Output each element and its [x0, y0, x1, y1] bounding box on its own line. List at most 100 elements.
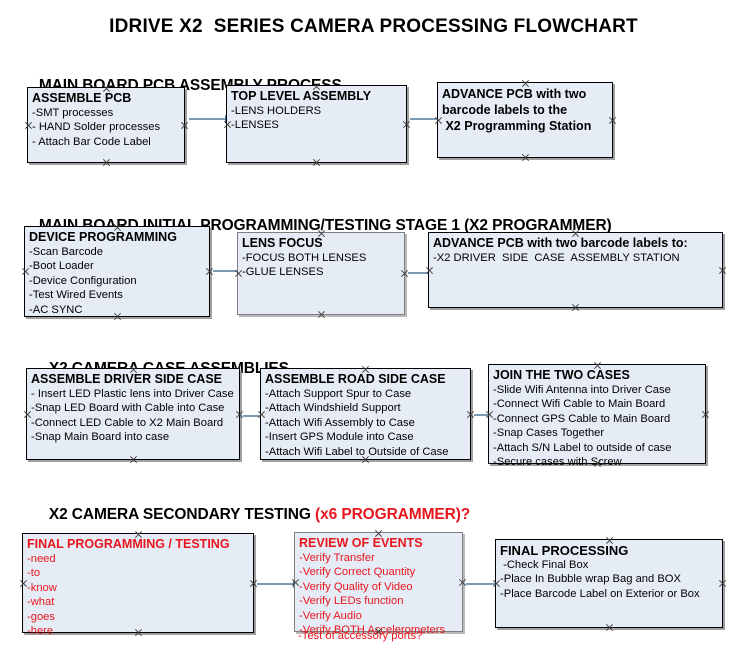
box-line: -Verify LEDs function [299, 595, 404, 608]
resize-handle-bottom[interactable] [361, 455, 370, 464]
flow-box-join-the-two-cases[interactable]: JOIN THE TWO CASES -Slide Wifi Antenna i… [485, 361, 706, 468]
box-line: - Attach Bar Code Label [32, 135, 151, 148]
resize-handle-left[interactable] [19, 579, 28, 588]
box-line: -Attach Wifi Assembly to Case [265, 416, 415, 429]
box-line: -Check Final Box [500, 559, 589, 571]
flow-box-top-level-assembly[interactable]: TOP LEVEL ASSEMBLY -LENS HOLDERS -LENSES [226, 85, 407, 163]
resize-handle-left[interactable] [234, 269, 243, 278]
flow-box-assemble-pcb[interactable]: ASSEMBLE PCB -SMT processes - HAND Solde… [27, 87, 185, 163]
resize-handle-top[interactable] [521, 79, 530, 88]
box-line: -Attach Windshield Support [265, 402, 401, 415]
resize-handle-bottom[interactable] [102, 158, 111, 167]
box-title: ADVANCE PCB with two barcode labels to: [433, 236, 688, 250]
resize-handle-left[interactable] [492, 579, 501, 588]
box-line: -need [27, 553, 56, 565]
resize-handle-left[interactable] [223, 120, 232, 129]
box-line: -Boot Loader [29, 260, 94, 273]
resize-handle-left[interactable] [21, 267, 30, 276]
resize-handle-right[interactable] [458, 578, 467, 587]
box-line: -Snap Main Board into case [31, 431, 170, 444]
resize-handle-bottom[interactable] [521, 153, 530, 162]
box-line: -Place In Bubble wrap Bag and BOX [500, 573, 681, 586]
resize-handle-top[interactable] [317, 229, 326, 238]
resize-handle-left[interactable] [257, 410, 266, 419]
flow-box-review-of-events[interactable]: REVIEW OF EVENTS -Verify Transfer -Verif… [291, 529, 463, 636]
resize-handle-left[interactable] [291, 578, 300, 587]
flow-box-final-processing[interactable]: FINAL PROCESSING -Check Final Box -Place… [495, 539, 723, 628]
flow-box-final-programming-testing[interactable]: FINAL PROGRAMMING / TESTING -need -to -k… [19, 530, 254, 637]
box-line: - Insert LED Plastic lens into Driver Ca… [31, 388, 234, 400]
box-title: FINAL PROCESSING [500, 543, 629, 558]
box-line: -Verify Transfer [299, 552, 375, 564]
box-line: -know [27, 581, 57, 594]
resize-handle-right[interactable] [402, 120, 411, 129]
flow-box-assemble-driver-side-case[interactable]: ASSEMBLE DRIVER SIDE CASE - Insert LED P… [26, 368, 240, 460]
box-line: -GLUE LENSES [242, 266, 324, 279]
flow-box-device-programming[interactable]: DEVICE PROGRAMMING -Scan Barcode -Boot L… [24, 226, 210, 317]
box-line: -Place Barcode Label on Exterior or Box [500, 587, 700, 600]
flow-box-lens-focus[interactable]: LENS FOCUS -FOCUS BOTH LENSES -GLUE LENS… [237, 232, 405, 315]
resize-handle-left[interactable] [425, 266, 434, 275]
resize-handle-left[interactable] [23, 410, 32, 419]
box-line: -goes [27, 610, 55, 623]
box-line: -Connect GPS Cable to Main Board [493, 412, 671, 425]
resize-handle-bottom[interactable] [113, 312, 122, 321]
resize-handle-top[interactable] [102, 84, 111, 93]
resize-handle-top[interactable] [361, 365, 370, 374]
flow-box-advance-pcb-programming-station[interactable]: ADVANCE PCB with two barcode labels to t… [437, 82, 613, 158]
connector-arrow [189, 115, 233, 123]
resize-handle-top[interactable] [571, 229, 580, 238]
box-line: -Device Configuration [29, 274, 137, 287]
resize-handle-top[interactable] [593, 361, 602, 370]
resize-handle-left[interactable] [434, 116, 443, 125]
resize-handle-top[interactable] [374, 529, 383, 538]
resize-handle-right[interactable] [718, 266, 727, 275]
box-line: -what [27, 596, 55, 609]
box-line: -Insert GPS Module into Case [265, 431, 414, 444]
box-line: barcode labels to the [442, 103, 568, 117]
box-line: X2 Programming Station [442, 119, 592, 133]
box-line: -Attach Support Spur to Case [265, 388, 412, 400]
resize-handle-left[interactable] [485, 410, 494, 419]
box-title: REVIEW OF EVENTS [299, 536, 423, 550]
box-line: -Connect LED Cable to X2 Main Board [31, 416, 224, 429]
resize-handle-right[interactable] [235, 410, 244, 419]
section-heading-4-text: X2 CAMERA SECONDARY TESTING [48, 506, 316, 523]
box-title: ASSEMBLE PCB [32, 91, 132, 105]
resize-handle-top[interactable] [134, 530, 143, 539]
box-title: ADVANCE PCB with two [442, 87, 587, 101]
resize-handle-left[interactable] [24, 121, 33, 130]
resize-handle-bottom[interactable] [312, 158, 321, 167]
box-title: ASSEMBLE ROAD SIDE CASE [265, 372, 446, 386]
box-line: -Snap Cases Together [493, 427, 605, 440]
box-line: - HAND Solder processes [32, 121, 161, 134]
box-line: -LENSES [231, 119, 279, 132]
connector-arrow [257, 580, 301, 588]
box-line: -to [27, 567, 41, 580]
resize-handle-right[interactable] [701, 410, 710, 419]
resize-handle-bottom[interactable] [129, 455, 138, 464]
box-title: LENS FOCUS [242, 236, 323, 250]
resize-handle-right[interactable] [718, 579, 727, 588]
resize-handle-top[interactable] [312, 82, 321, 91]
resize-handle-top[interactable] [129, 365, 138, 374]
resize-handle-bottom[interactable] [317, 310, 326, 319]
resize-handle-bottom[interactable] [134, 628, 143, 637]
box-line: -LENS HOLDERS [231, 105, 322, 117]
box-line: -Test Wired Events [29, 289, 123, 302]
resize-handle-right[interactable] [180, 121, 189, 130]
resize-handle-top[interactable] [113, 223, 122, 232]
resize-handle-bottom[interactable] [571, 303, 580, 312]
box-title: ASSEMBLE DRIVER SIDE CASE [31, 372, 223, 386]
resize-handle-right[interactable] [608, 116, 617, 125]
resize-handle-bottom[interactable] [593, 459, 602, 468]
resize-handle-top[interactable] [605, 536, 614, 545]
flow-box-assemble-road-side-case[interactable]: ASSEMBLE ROAD SIDE CASE -Attach Support … [260, 368, 471, 460]
box-line: -AC SYNC [29, 303, 83, 316]
box-line: -Verify Correct Quantity [299, 566, 416, 579]
box-title: DEVICE PROGRAMMING [29, 230, 177, 244]
flow-box-advance-pcb-driver-side-station[interactable]: ADVANCE PCB with two barcode labels to: … [428, 232, 723, 308]
box-line: -Attach S/N Label to outside of case [493, 441, 672, 454]
resize-handle-bottom[interactable] [605, 623, 614, 632]
